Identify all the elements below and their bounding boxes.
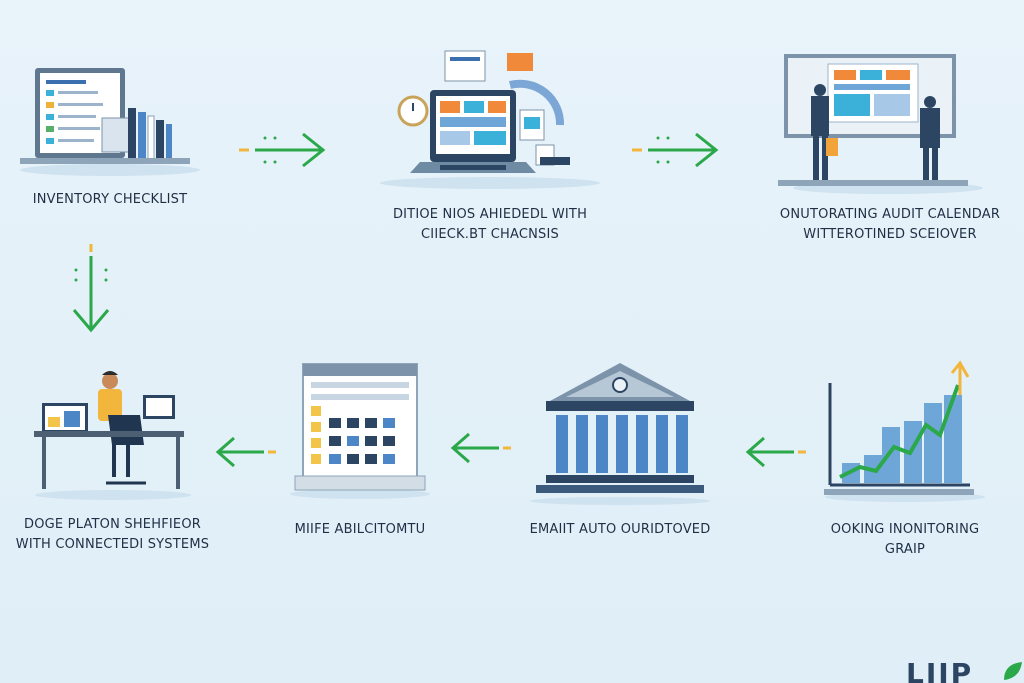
step-checklist-laptop: DITIOE NIOS AHIEDEDL WITH CIIECK.BT CHAC… bbox=[360, 45, 620, 245]
arrow-left-icon bbox=[745, 436, 806, 468]
step-label: DITIOE NIOS AHIEDEDL WITH CIIECK.BT CHAC… bbox=[360, 205, 620, 245]
inventory-checklist-illustration bbox=[20, 68, 200, 176]
step-monitoring-graph: OOKING INONITORING GRAIP bbox=[790, 355, 1020, 565]
label-line-1: ONUTORATING AUDIT CALENDAR bbox=[779, 207, 1001, 222]
label-line-1: DITIOE NIOS AHIEDEDL WITH bbox=[392, 207, 588, 222]
arrow-left-icon bbox=[450, 432, 511, 464]
arrow-right-icon bbox=[632, 132, 719, 168]
step-auto-approved: EMAIIT AUTO OURIDTOVED bbox=[505, 355, 735, 565]
brand-logo: LIIP bbox=[906, 660, 1024, 683]
label-line-2: GRAIP bbox=[884, 542, 926, 557]
label-line-1: MIIFE ABILCITOMTU bbox=[294, 522, 426, 537]
label-line-1: DOGE PLATON SHEHFIEOR bbox=[24, 517, 201, 532]
label-line-2: WITTEROTINED SCEIOVER bbox=[803, 227, 977, 242]
step-label: ONUTORATING AUDIT CALENDAR WITTEROTINED … bbox=[760, 205, 1020, 245]
arrow-down-icon bbox=[72, 244, 110, 333]
laptop-illustration bbox=[380, 50, 600, 189]
label-line-2: CIIECK.BT CHACNSIS bbox=[421, 227, 559, 242]
step-label: OOKING INONITORING GRAIP bbox=[790, 520, 1020, 560]
app-window-illustration bbox=[290, 363, 430, 499]
arrow-right-icon bbox=[239, 132, 326, 168]
leaf-icon bbox=[1004, 662, 1022, 680]
step-inventory-checklist: INVENTORY CHECKLIST bbox=[10, 60, 210, 220]
step-platform-connected-systems: DOGE PLATON SHEHFIEOR WITH CONNECTEDI SY… bbox=[0, 365, 225, 565]
audit-board-illustration bbox=[778, 54, 983, 194]
desk-worker-illustration bbox=[34, 371, 191, 500]
bank-building-illustration bbox=[530, 363, 710, 505]
logo-text: LIIP bbox=[906, 660, 974, 683]
label-line-1: OOKING INONITORING bbox=[830, 522, 980, 537]
step-audit-calendar: ONUTORATING AUDIT CALENDAR WITTEROTINED … bbox=[760, 50, 1020, 250]
label-line-1: EMAIIT AUTO OURIDTOVED bbox=[529, 522, 711, 537]
step-mobile-application: MIIFE ABILCITOMTU bbox=[270, 360, 450, 560]
label-line-1: INVENTORY CHECKLIST bbox=[32, 192, 188, 207]
step-label: DOGE PLATON SHEHFIEOR WITH CONNECTEDI SY… bbox=[0, 515, 225, 555]
step-label: INVENTORY CHECKLIST bbox=[10, 190, 210, 210]
step-label: EMAIIT AUTO OURIDTOVED bbox=[505, 520, 735, 540]
label-line-2: WITH CONNECTEDI SYSTEMS bbox=[15, 537, 210, 552]
step-label: MIIFE ABILCITOMTU bbox=[270, 520, 450, 540]
arrow-left-icon bbox=[215, 436, 276, 468]
monitoring-graph-illustration bbox=[824, 360, 985, 502]
